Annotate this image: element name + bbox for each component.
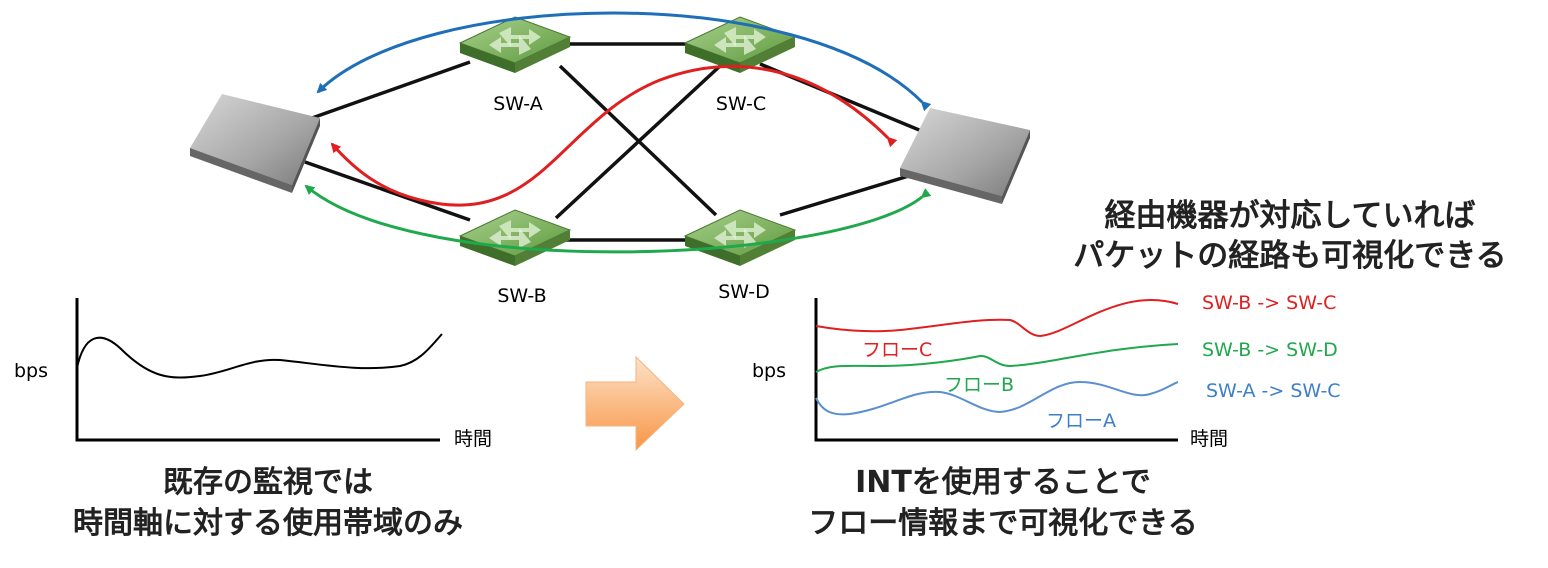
right-graph: bps 時間 フローC フローB フローA SW-B -> SW-C SW-B … — [752, 292, 1341, 541]
flow-b-name: フローB — [944, 374, 1014, 396]
flow-b-path: SW-B -> SW-D — [1202, 339, 1338, 361]
right-graph-x-label: 時間 — [1190, 428, 1228, 450]
left-graph: bps 時間 既存の監視では 時間軸に対する使用帯域のみ — [14, 298, 492, 541]
transition-arrow-icon — [585, 355, 685, 452]
switch-b-label: SW-B — [497, 285, 546, 307]
flow-c-name: フローC — [862, 339, 932, 361]
right-graph-axes — [814, 298, 1178, 442]
flow-a-curve — [815, 380, 1179, 416]
flow-a-name: フローA — [1046, 410, 1116, 432]
left-graph-y-label: bps — [14, 360, 48, 382]
flow-c-curve — [815, 298, 1179, 338]
host-right — [900, 108, 1030, 204]
right-caption-line2: フロー情報まで可視化できる — [808, 506, 1197, 541]
right-caption-line1: INTを使用することで — [855, 465, 1151, 500]
left-graph-axes — [75, 298, 440, 442]
switch-d-label: SW-D — [718, 281, 770, 303]
flow-c-path: SW-B -> SW-C — [1202, 292, 1336, 314]
left-graph-curve — [76, 333, 443, 379]
flow-arrow-green — [304, 184, 932, 254]
switch-c-icon — [684, 16, 796, 74]
flow-a-path: SW-A -> SW-C — [1206, 380, 1341, 402]
network-links — [304, 42, 925, 242]
flow-arrow-red — [330, 64, 898, 207]
note-line2: パケットの経路も可視化できる — [1073, 238, 1506, 274]
flow-b-curve — [815, 343, 1179, 373]
flow-arrow-blue — [316, 11, 932, 112]
note-line1: 経由機器が対応していれば — [1104, 198, 1475, 234]
switch-d-icon — [684, 209, 796, 267]
host-left — [190, 94, 320, 193]
left-graph-x-label: 時間 — [454, 428, 492, 450]
left-caption-line1: 既存の監視では — [163, 465, 373, 500]
switch-b-icon — [459, 209, 571, 267]
left-caption-line2: 時間軸に対する使用帯域のみ — [73, 506, 463, 541]
switch-a-label: SW-A — [493, 93, 543, 115]
switch-c-label: SW-C — [716, 93, 766, 115]
right-graph-y-label: bps — [752, 360, 786, 382]
